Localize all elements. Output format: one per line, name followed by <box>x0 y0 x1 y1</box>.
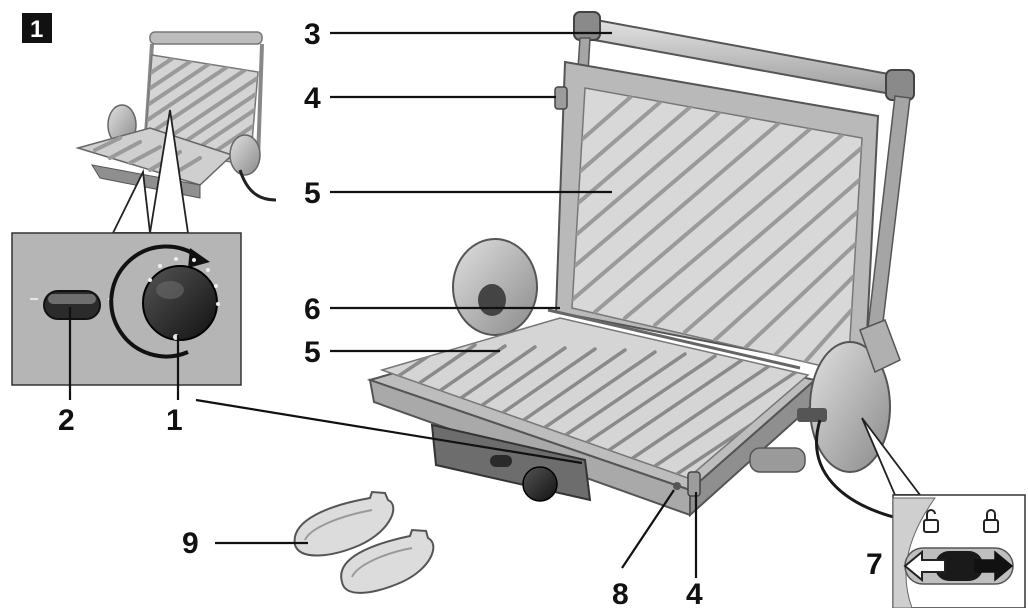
callout-labels: 3 4 5 6 5 2 1 9 8 4 7 <box>58 18 883 608</box>
callout-latch-front: 4 <box>686 578 703 608</box>
leader-lines <box>68 31 698 578</box>
figure-badge-label: 1 <box>30 16 43 43</box>
callout-handle: 3 <box>304 18 321 51</box>
lock-icon <box>983 509 999 533</box>
lock-inset <box>861 417 1026 608</box>
main-grill-illustration <box>366 11 915 522</box>
callout-drip-trays: 9 <box>182 527 199 560</box>
callout-latch-top: 4 <box>304 82 321 115</box>
arrow-left-icon <box>903 549 946 583</box>
unlock-icon <box>923 509 939 533</box>
on-off-switch-icon <box>30 290 114 320</box>
callout-lock-slider: 7 <box>866 548 883 581</box>
callout-lower-plate: 5 <box>304 336 321 369</box>
callout-temperature-dial: 1 <box>166 404 183 437</box>
callout-upper-plate: 5 <box>304 177 321 210</box>
arrow-right-icon <box>974 550 1014 582</box>
control-panel-inset <box>11 109 242 386</box>
callout-drip-channel: 6 <box>304 293 321 326</box>
figure-badge: 1 <box>22 13 52 43</box>
callout-on-off-switch: 2 <box>58 404 75 437</box>
drip-trays-illustration <box>293 490 435 594</box>
callout-drip-spout: 8 <box>612 578 629 608</box>
overview-grill-illustration <box>75 31 277 202</box>
